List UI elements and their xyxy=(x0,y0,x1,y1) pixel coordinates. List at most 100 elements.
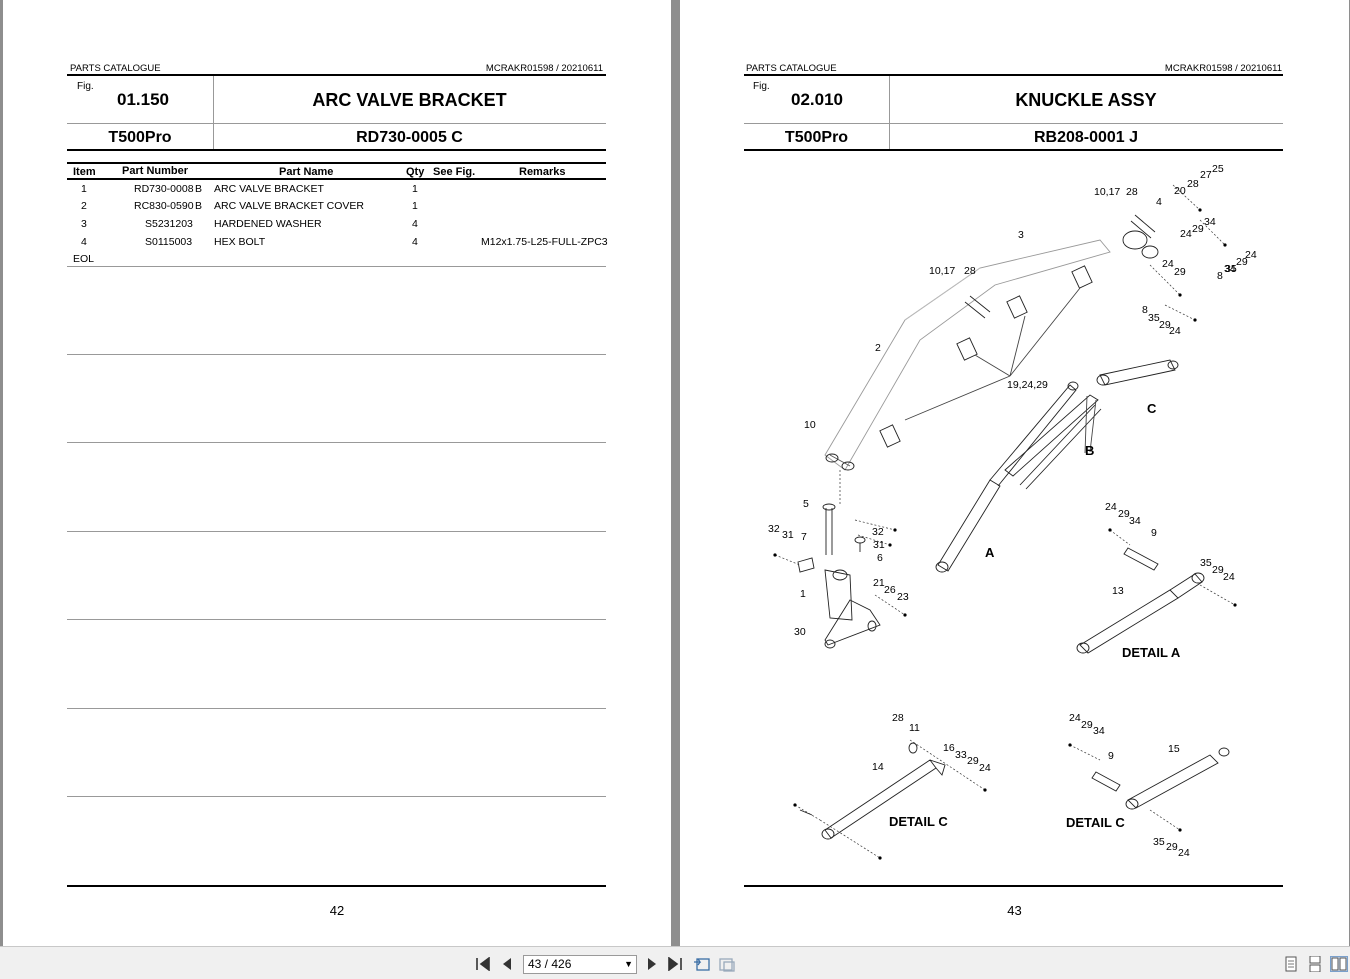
callout-label: 30 xyxy=(794,626,806,638)
fig-label: Fig. xyxy=(77,81,94,92)
last-page-icon[interactable] xyxy=(666,955,684,973)
callout-label: 25 xyxy=(1212,163,1224,175)
chevron-down-icon[interactable]: ▼ xyxy=(624,959,633,969)
page-number-field[interactable]: 43 / 426 ▼ xyxy=(523,955,637,974)
callout-label: 20 xyxy=(1174,185,1186,197)
callout-label: 24 xyxy=(979,762,991,774)
callout-label: 32 xyxy=(768,523,780,535)
col-see-fig: See Fig. xyxy=(433,166,476,178)
fig-number: 01.150 xyxy=(117,90,169,109)
callout-label: 35 xyxy=(1148,312,1160,324)
go-forward-icon[interactable] xyxy=(718,955,736,973)
callout-label: 29 xyxy=(1166,841,1178,853)
callout-label: 35 xyxy=(1225,263,1237,275)
callout-label: 8 xyxy=(1142,304,1148,316)
callout-label: 2 xyxy=(875,342,881,354)
catalogue-header-right: MCRAKR01598 / 20210611 xyxy=(1164,63,1282,74)
row-item: 4 xyxy=(81,236,87,248)
viewer-toolbar: 43 / 426 ▼ xyxy=(0,946,1350,979)
detail-c-title: DETAIL C xyxy=(889,814,948,829)
callout-label: 11 xyxy=(909,722,920,734)
callout-label: 28 xyxy=(1187,178,1199,190)
callout-label: 24 xyxy=(1180,228,1192,240)
row-part-number: S5231203 xyxy=(145,218,193,230)
callout-label: 24 xyxy=(1223,571,1235,583)
callout-label: 23 xyxy=(897,591,909,603)
callout-label: 4 xyxy=(1156,196,1162,208)
callout-label: 13 xyxy=(1112,585,1124,597)
row-rev: B xyxy=(195,200,203,212)
callout-label: 8 xyxy=(1217,270,1223,282)
next-page-icon[interactable] xyxy=(643,955,661,973)
row-part-number: RD730-0008 xyxy=(134,183,194,195)
model-name: T500Pro xyxy=(108,129,172,146)
go-back-icon[interactable] xyxy=(693,955,711,973)
callout-label: 24 xyxy=(1162,258,1174,270)
callout-label: 24 xyxy=(1169,325,1181,337)
detail-a-title: DETAIL A xyxy=(1122,645,1181,660)
callout-label: B xyxy=(1085,443,1094,458)
row-item: 1 xyxy=(81,183,87,195)
model-name: T500Pro xyxy=(784,129,849,146)
callout-label: 29 xyxy=(1174,266,1186,278)
callout-label: 29 xyxy=(1118,508,1130,520)
row-part-number: RC830-0590 xyxy=(134,200,194,212)
callout-label: 15 xyxy=(1168,743,1180,755)
callout-label: 14 xyxy=(872,761,884,773)
prev-page-icon[interactable] xyxy=(498,955,516,973)
callout-label: 10,17 xyxy=(929,265,955,277)
end-of-list: EOL xyxy=(73,253,95,265)
row-part-number: S0115003 xyxy=(145,236,193,248)
callout-label: 31 xyxy=(873,539,885,551)
callout-label: A xyxy=(985,545,995,560)
col-qty: Qty xyxy=(406,166,425,178)
first-page-icon[interactable] xyxy=(474,955,492,973)
row-part-name: HARDENED WASHER xyxy=(214,218,322,230)
facing-view-icon[interactable] xyxy=(1330,956,1348,972)
col-part-name: Part Name xyxy=(279,166,334,178)
callout-label: 7 xyxy=(801,531,807,543)
page-number: 43 xyxy=(1007,903,1022,918)
callout-label: 32 xyxy=(872,526,884,538)
page-number: 42 xyxy=(329,903,345,918)
callout-label: 10,17 xyxy=(1094,186,1120,198)
row-item: 3 xyxy=(81,218,87,230)
page-title: KNUCKLE ASSY xyxy=(1015,90,1157,110)
callout-label: 6 xyxy=(877,552,883,564)
callout-label: 5 xyxy=(803,498,809,510)
detail-c-title: DETAIL C xyxy=(1066,815,1125,830)
callout-label: 29 xyxy=(1192,223,1204,235)
callout-label: 31 xyxy=(782,529,794,541)
col-item: Item xyxy=(73,166,96,178)
callout-label: 1 xyxy=(800,588,806,600)
row-qty: 1 xyxy=(412,200,418,212)
callout-label: 29 xyxy=(1236,256,1248,268)
row-qty: 4 xyxy=(412,218,418,230)
row-qty: 1 xyxy=(412,183,418,195)
single-page-view-icon[interactable] xyxy=(1283,956,1301,972)
row-remarks: M12x1.75-L25-FULL-ZPC3 xyxy=(481,236,608,248)
page-field-text: 43 / 426 xyxy=(528,957,572,971)
col-remarks: Remarks xyxy=(519,166,566,178)
left-page: PARTS CATALOGUE MCRAKR01598 / 20210611 F… xyxy=(3,0,671,946)
continuous-view-icon[interactable] xyxy=(1307,955,1325,973)
callout-label: 35 xyxy=(1200,557,1212,569)
catalogue-header-left: PARTS CATALOGUE xyxy=(746,63,837,74)
col-part-number: Part Number xyxy=(122,165,189,177)
right-page: PARTS CATALOGUE MCRAKR01598 / 20210611 F… xyxy=(680,0,1349,946)
callout-label: 29 xyxy=(1159,319,1171,331)
callout-label: 28 xyxy=(892,712,904,724)
catalogue-header-right: MCRAKR01598 / 20210611 xyxy=(485,63,603,74)
knuckle-assy-diagram: 10,17 28 4 20 28 27 25 34 29 24 3 24 29 … xyxy=(768,163,1257,860)
callout-label: 29 xyxy=(1212,564,1224,576)
row-qty: 4 xyxy=(412,236,418,248)
callout-label: 21 xyxy=(873,577,885,589)
fig-number: 02.010 xyxy=(791,90,843,109)
callout-label: 26 xyxy=(884,584,896,596)
callout-label: 9 xyxy=(1108,750,1114,762)
fig-label: Fig. xyxy=(753,81,770,92)
row-rev: B xyxy=(195,183,203,195)
callout-label: 10 xyxy=(804,419,816,431)
row-item: 2 xyxy=(81,200,87,212)
callout-label: 24 xyxy=(1069,712,1081,724)
